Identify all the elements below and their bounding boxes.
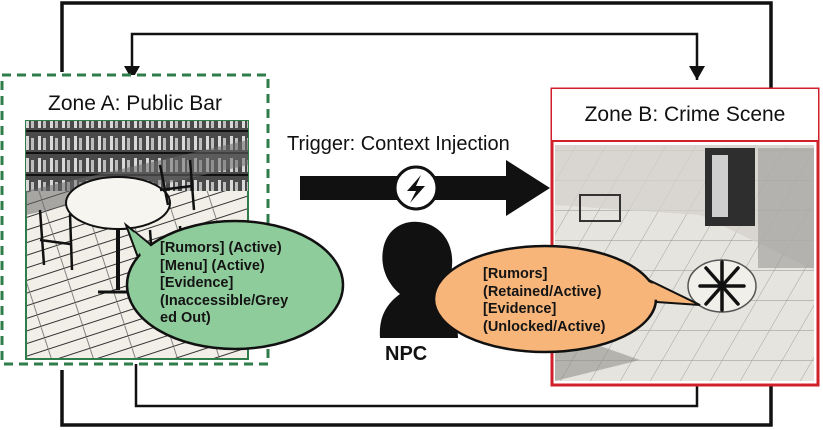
npc-label: NPC xyxy=(385,343,428,365)
zone-b-bubble-line: [Rumors] xyxy=(483,266,548,282)
zone-a-title: Zone A: Public Bar xyxy=(48,92,222,115)
trigger-arrow xyxy=(300,160,550,216)
outer-loop-connector xyxy=(60,1,773,427)
zone-a-speech-bubble xyxy=(123,219,345,351)
splatter-mark xyxy=(698,260,746,312)
zone-b-bubble-line: (Unlocked/Active) xyxy=(483,318,606,335)
arrowhead-to-zone-a xyxy=(124,66,140,80)
inner-loop-connector xyxy=(124,32,705,408)
zone-a-bubble-text: [Rumors] (Active) [Menu] (Active) [Evide… xyxy=(160,240,288,328)
arrowhead-to-zone-b xyxy=(689,66,705,80)
lightning-bolt-icon xyxy=(407,175,425,203)
zone-a-bubble-line: [Menu] (Active) xyxy=(160,257,265,274)
zone-b-panel xyxy=(550,87,820,387)
zone-b-bubble-line: [Evidence] xyxy=(483,301,557,317)
zone-a-bubble-line: [Rumors] (Active) xyxy=(160,240,282,256)
trigger-label: Trigger: Context Injection xyxy=(287,133,510,155)
zone-b-title: Zone B: Crime Scene xyxy=(584,103,786,126)
zone-b-speech-bubble xyxy=(432,244,701,354)
zone-a-bubble-line: ed Out) xyxy=(160,310,211,326)
zone-b-bubble-line: (Retained/Active) xyxy=(483,283,602,300)
crime-scene-illustration xyxy=(555,145,814,381)
zone-a-bubble-line: (Inaccessible/Grey xyxy=(160,292,289,309)
zone-a-bubble-line: [Evidence] xyxy=(160,275,234,291)
zone-b-bubble-text: [Rumors] (Retained/Active) [Evidence] (U… xyxy=(483,266,605,336)
